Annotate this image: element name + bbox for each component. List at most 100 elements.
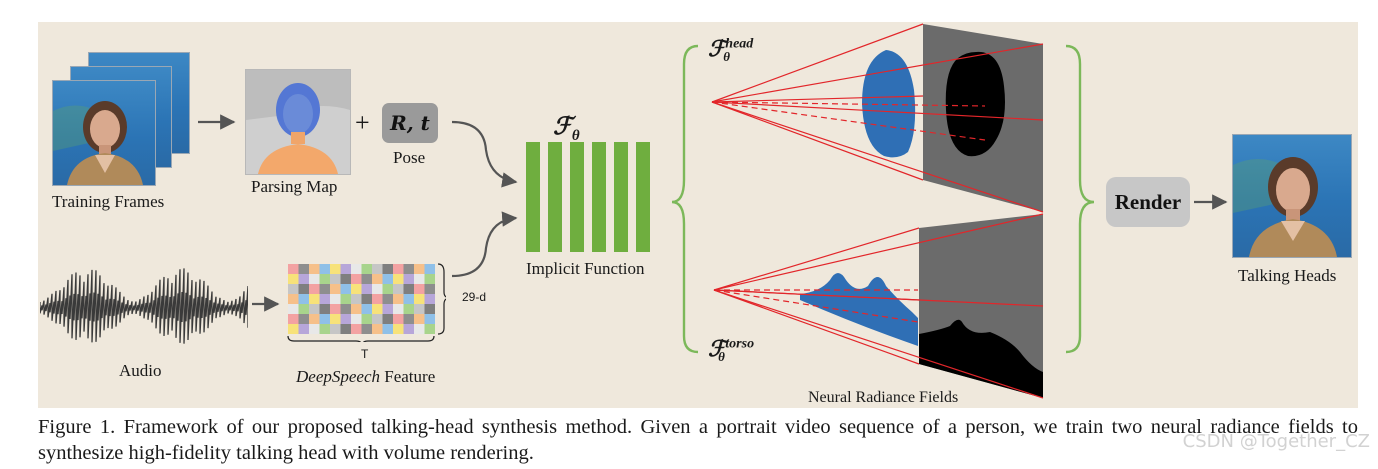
- feature-cell: [372, 314, 383, 324]
- feature-cell: [382, 314, 393, 324]
- mlp-layer-bar: [570, 142, 584, 252]
- feature-cell: [403, 294, 414, 304]
- feature-cell: [288, 284, 299, 294]
- feature-cell: [351, 274, 362, 284]
- feature-cell: [298, 284, 309, 294]
- talking-heads-image: [1232, 134, 1352, 258]
- brace-icon: [437, 263, 446, 335]
- feature-cell: [393, 274, 404, 284]
- person-portrait-icon: [53, 101, 143, 185]
- parsing-figure-icon: [246, 70, 350, 174]
- feature-cell: [340, 324, 351, 334]
- feature-cell: [403, 264, 414, 274]
- feature-cell: [372, 264, 383, 274]
- f-head-symbol: ℱ: [708, 36, 726, 61]
- torso-ray: [713, 289, 920, 301]
- feature-cell: [351, 284, 362, 294]
- feature-cell: [340, 284, 351, 294]
- watermark: CSDN @Together_CZ: [1182, 431, 1370, 452]
- arrow-feature-to-function: [451, 211, 518, 278]
- mlp-layers: [526, 142, 650, 252]
- feature-cell: [351, 264, 362, 274]
- feature-cell: [372, 294, 383, 304]
- head-ray: [711, 101, 1044, 121]
- head-density-volume: [862, 50, 916, 158]
- feature-cell: [351, 324, 362, 334]
- render-button: Render: [1106, 177, 1190, 227]
- figure-caption: Figure 1. Framework of our proposed talk…: [38, 416, 1358, 464]
- feature-cell: [372, 304, 383, 314]
- arrow-pose-to-function: [451, 120, 518, 188]
- head-ray-dashed: [711, 101, 986, 107]
- feature-cell: [372, 324, 383, 334]
- feature-cell: [319, 264, 330, 274]
- feature-cell: [403, 304, 414, 314]
- head-ray-dashed: [711, 101, 986, 141]
- feature-cell: [403, 274, 414, 284]
- feature-cell: [330, 314, 341, 324]
- feature-cell: [298, 314, 309, 324]
- implicit-function-label: Implicit Function: [526, 259, 645, 278]
- feature-cell: [288, 324, 299, 334]
- feature-grid-icon: [287, 263, 446, 342]
- feature-cell: [288, 294, 299, 304]
- feature-cell: [319, 304, 330, 314]
- render-label: Render: [1114, 189, 1182, 214]
- feature-cell: [298, 274, 309, 284]
- head-ray: [711, 101, 924, 181]
- feature-cell: [309, 264, 320, 274]
- feature-cell: [361, 304, 372, 314]
- feature-cell: [393, 294, 404, 304]
- feature-cell: [319, 314, 330, 324]
- f-torso-subscript: θ: [718, 349, 725, 365]
- waveform-path: [40, 268, 248, 344]
- feature-cell: [351, 314, 362, 324]
- feature-cell: [424, 274, 435, 284]
- feature-cell: [298, 304, 309, 314]
- feature-cell: [414, 314, 425, 324]
- feature-cell: [361, 324, 372, 334]
- feature-cell: [414, 284, 425, 294]
- feature-cell: [340, 274, 351, 284]
- feature-cell: [414, 274, 425, 284]
- feature-cell: [361, 274, 372, 284]
- feature-cell: [361, 314, 372, 324]
- feature-cell: [403, 324, 414, 334]
- feature-cell: [319, 284, 330, 294]
- training-frame-front: [52, 80, 156, 186]
- pose-symbol: R, t: [390, 111, 430, 135]
- head-ray: [711, 95, 924, 103]
- feature-cell: [414, 264, 425, 274]
- feature-cell: [340, 294, 351, 304]
- torso-ray: [713, 289, 1044, 399]
- feature-cell: [361, 264, 372, 274]
- feature-cell: [319, 274, 330, 284]
- feature-cell: [309, 274, 320, 284]
- feature-cell: [309, 304, 320, 314]
- f-theta-subscript: θ: [571, 127, 580, 144]
- feature-cell: [330, 294, 341, 304]
- head-ray: [711, 23, 924, 103]
- torso-ray-dashed: [713, 289, 919, 323]
- waveform-icon: [40, 268, 248, 344]
- nerf-label: Neural Radiance Fields: [808, 389, 959, 406]
- f-head-superscript: head: [725, 36, 754, 52]
- f-head-label: ℱheadθ: [708, 36, 753, 65]
- f-torso-superscript: torso: [725, 336, 755, 352]
- parsing-map-label: Parsing Map: [251, 177, 338, 196]
- feature-cell: [288, 264, 299, 274]
- feature-cell: [382, 304, 393, 314]
- feature-cell: [403, 314, 414, 324]
- feature-cell: [393, 304, 404, 314]
- f-torso-symbol: ℱ: [708, 336, 726, 361]
- feature-cell: [340, 304, 351, 314]
- feature-time-label: T: [361, 347, 369, 361]
- torso-ray: [713, 213, 1044, 291]
- torso-density-volume: [800, 273, 918, 346]
- feature-cell: [414, 324, 425, 334]
- feature-cell: [414, 304, 425, 314]
- feature-cell: [424, 264, 435, 274]
- brace-icon: [287, 335, 435, 342]
